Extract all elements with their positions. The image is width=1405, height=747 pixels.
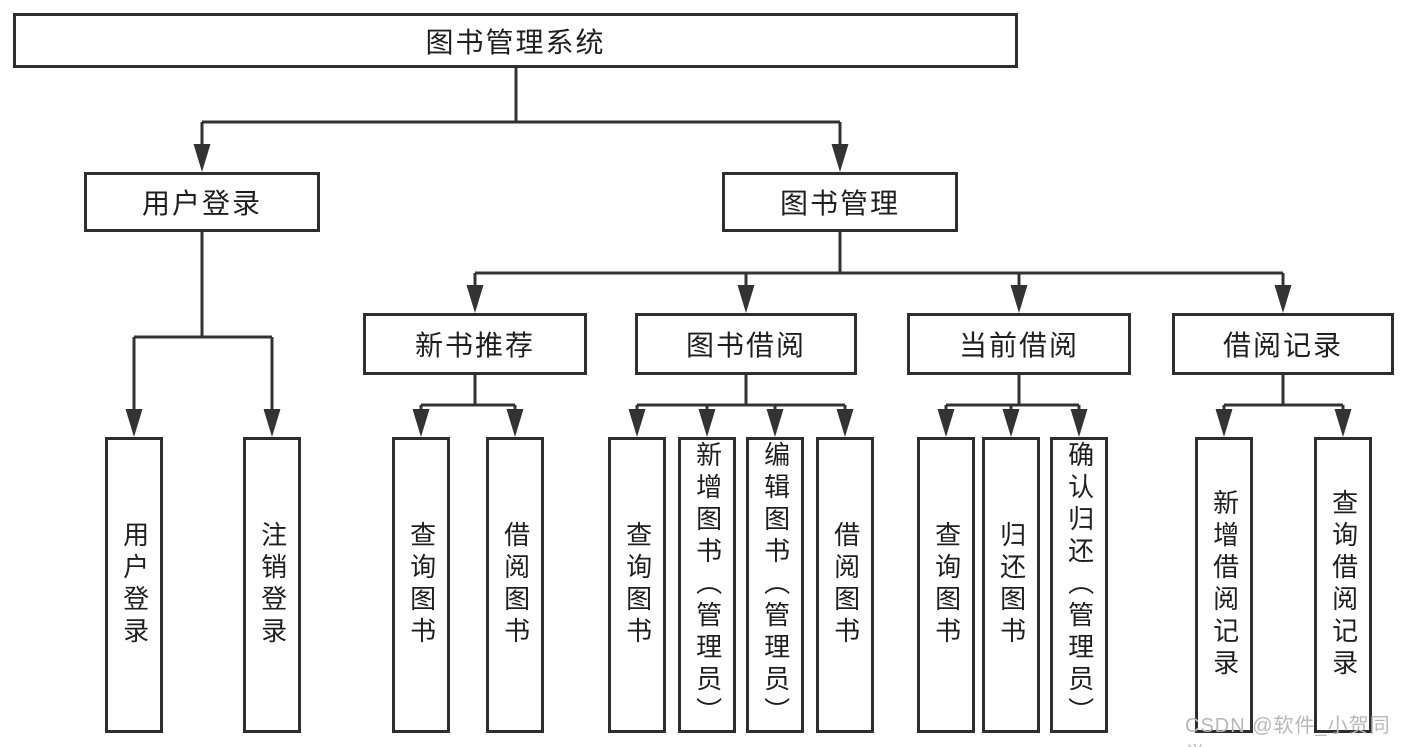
leaf-user-login: 用户登录 bbox=[105, 437, 163, 733]
node-book-management-label: 图书管理 bbox=[779, 188, 900, 219]
leaf-bb-add-books-admin-label: 新增图书（管理员） bbox=[692, 441, 723, 729]
leaf-logout: 注销登录 bbox=[243, 437, 301, 733]
leaf-bb-borrow-books-label: 借阅图书 bbox=[830, 521, 861, 649]
leaf-bb-add-books-admin: 新增图书（管理员） bbox=[678, 437, 736, 733]
leaf-cb-confirm-return-admin-label: 确认归还（管理员） bbox=[1064, 441, 1095, 729]
connector-current-borrowing-children bbox=[937, 375, 1088, 437]
leaf-nbr-query-books: 查询图书 bbox=[392, 437, 450, 733]
node-new-book-recommend: 新书推荐 bbox=[363, 313, 587, 375]
leaf-user-login-label: 用户登录 bbox=[119, 521, 150, 649]
connector-book-borrowing-children bbox=[628, 375, 854, 437]
leaf-bb-edit-books-admin-label: 编辑图书（管理员） bbox=[760, 441, 791, 729]
leaf-cb-query-books-label: 查询图书 bbox=[931, 521, 962, 649]
leaf-cb-return-books: 归还图书 bbox=[982, 437, 1040, 733]
leaf-bb-query-books: 查询图书 bbox=[608, 437, 666, 733]
leaf-nbr-borrow-books-label: 借阅图书 bbox=[500, 521, 531, 649]
leaf-br-add-record-label: 新增借阅记录 bbox=[1209, 489, 1240, 681]
node-root-label: 图书管理系统 bbox=[425, 26, 606, 58]
connector-user-login-children bbox=[125, 232, 281, 437]
leaf-logout-label: 注销登录 bbox=[257, 521, 288, 649]
node-root: 图书管理系统 bbox=[13, 13, 1018, 68]
leaf-cb-confirm-return-admin: 确认归还（管理员） bbox=[1050, 437, 1108, 733]
node-book-management: 图书管理 bbox=[722, 172, 958, 232]
node-borrowing-records: 借阅记录 bbox=[1172, 313, 1394, 375]
leaf-br-query-record: 查询借阅记录 bbox=[1314, 437, 1372, 733]
leaf-bb-edit-books-admin: 编辑图书（管理员） bbox=[746, 437, 804, 733]
leaf-br-query-record-label: 查询借阅记录 bbox=[1328, 489, 1359, 681]
node-current-borrowing: 当前借阅 bbox=[907, 313, 1131, 375]
leaf-bb-borrow-books: 借阅图书 bbox=[816, 437, 874, 733]
node-user-login-label: 用户登录 bbox=[141, 188, 262, 219]
leaf-br-add-record: 新增借阅记录 bbox=[1195, 437, 1253, 733]
leaf-nbr-borrow-books: 借阅图书 bbox=[486, 437, 544, 733]
node-user-login: 用户登录 bbox=[84, 172, 320, 232]
connector-new-book-recommend-children bbox=[412, 375, 524, 437]
csdn-watermark: CSDN @软件_小贺同学 bbox=[1185, 715, 1391, 747]
node-new-book-recommend-label: 新书推荐 bbox=[414, 330, 535, 361]
connector-root-to-level2 bbox=[193, 68, 849, 172]
leaf-cb-query-books: 查询图书 bbox=[917, 437, 975, 733]
node-book-borrowing-label: 图书借阅 bbox=[685, 330, 806, 361]
node-borrowing-records-label: 借阅记录 bbox=[1222, 330, 1343, 361]
node-current-borrowing-label: 当前借阅 bbox=[958, 330, 1079, 361]
connector-book-management-groups bbox=[466, 232, 1292, 313]
node-book-borrowing: 图书借阅 bbox=[635, 313, 857, 375]
connector-borrowing-records-children bbox=[1215, 375, 1352, 437]
leaf-bb-query-books-label: 查询图书 bbox=[622, 521, 653, 649]
leaf-cb-return-books-label: 归还图书 bbox=[996, 521, 1027, 649]
leaf-nbr-query-books-label: 查询图书 bbox=[406, 521, 437, 649]
